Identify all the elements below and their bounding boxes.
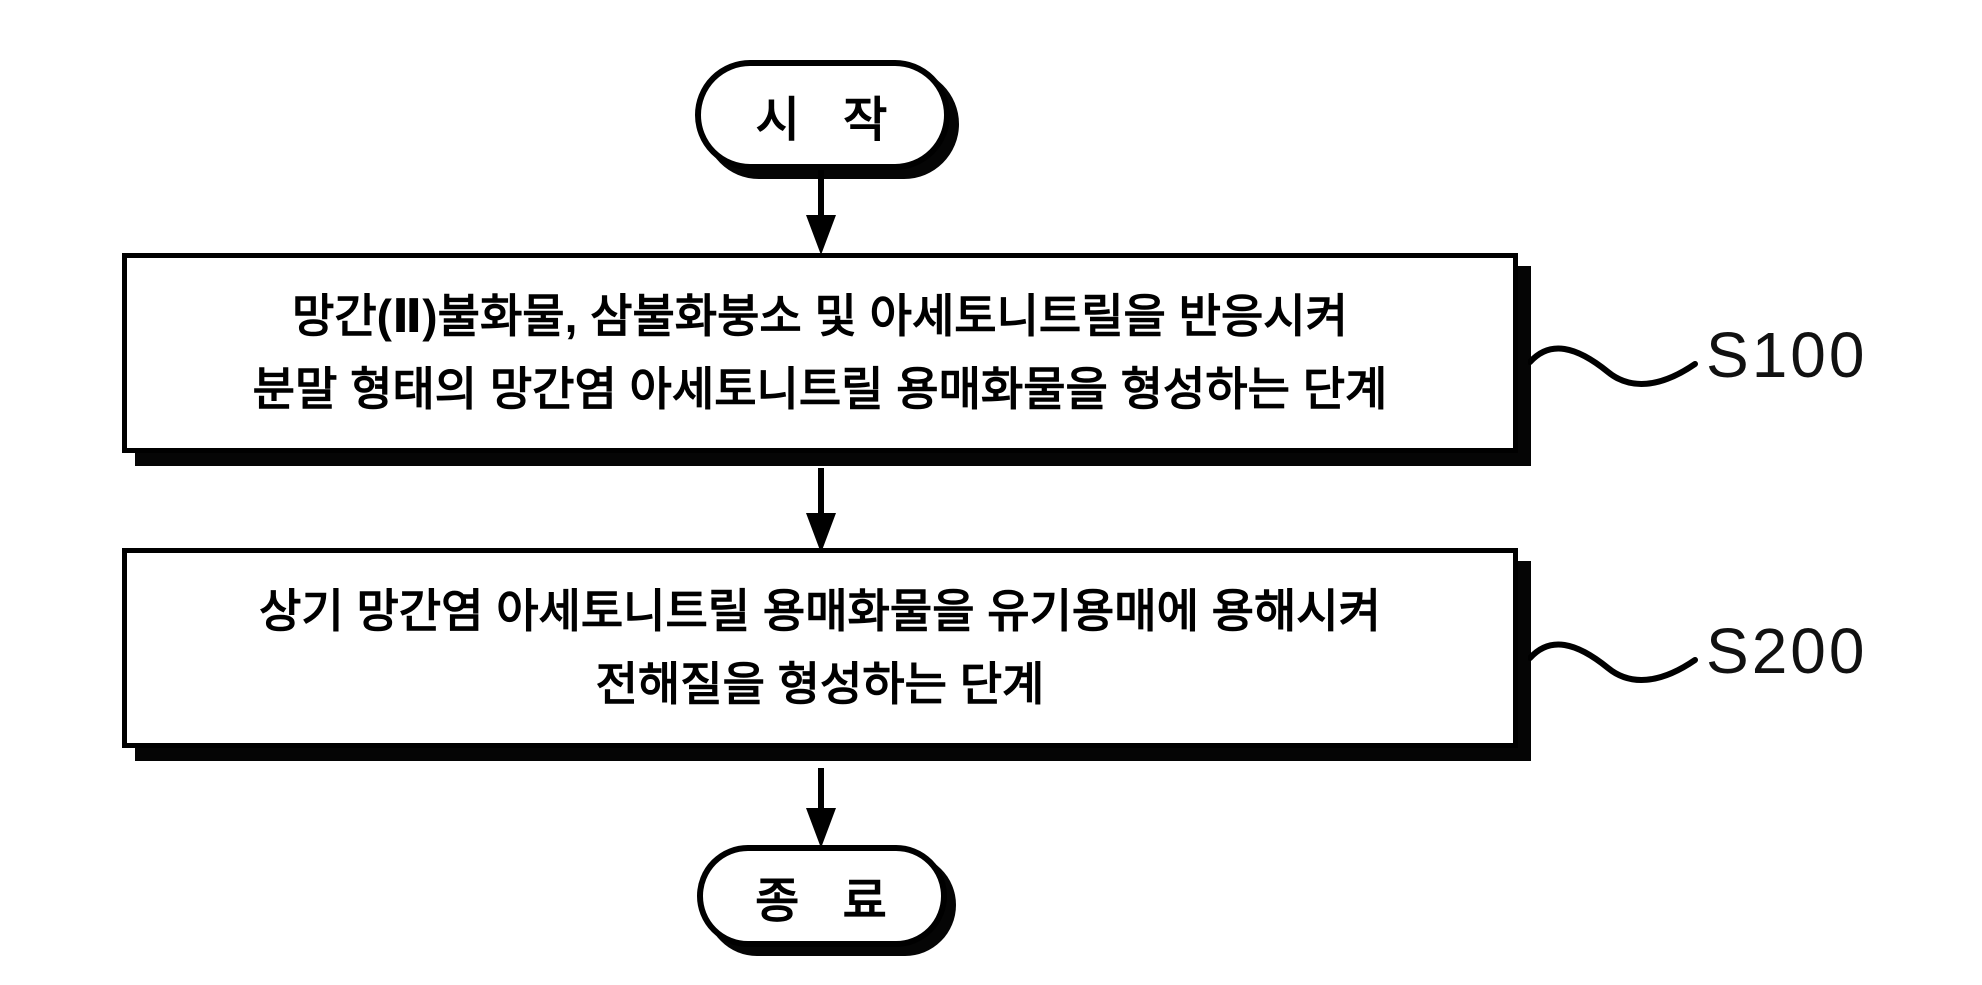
process-step-2-line-1: 상기 망간염 아세토니트릴 용매화물을 유기용매에 용해시켜 (259, 585, 1381, 637)
step-label-s200: S200 (1706, 615, 1868, 687)
process-step-2: 상기 망간염 아세토니트릴 용매화물을 유기용매에 용해시켜 전해질을 형성하는… (122, 548, 1518, 748)
wavy-connector-icon (1528, 345, 1698, 387)
flow-arrow-2 (806, 468, 836, 553)
process-step-1-line-2: 분말 형태의 망간염 아세토니트릴 용매화물을 형성하는 단계 (252, 363, 1388, 415)
process-step-1: 망간(Ⅱ)불화물, 삼불화붕소 및 아세토니트릴을 반응시켜 분말 형태의 망간… (122, 253, 1518, 453)
arrow-down-icon (806, 215, 836, 255)
wavy-connector-icon (1528, 641, 1698, 683)
end-label: 종 료 (755, 875, 889, 928)
arrow-down-icon (806, 513, 836, 553)
start-label: 시 작 (755, 94, 890, 147)
step-label-s100: S100 (1706, 319, 1868, 391)
process-step-1-line-1: 망간(Ⅱ)불화물, 삼불화붕소 및 아세토니트릴을 반응시켜 (292, 290, 1348, 342)
step-reference-s100: S100 (1528, 316, 1867, 394)
arrow-shaft (818, 166, 824, 215)
arrow-down-icon (806, 808, 836, 848)
end-terminator: 종 료 (697, 845, 947, 947)
flow-arrow-1 (806, 166, 836, 255)
arrow-shaft (818, 768, 824, 808)
start-terminator: 시 작 (695, 60, 950, 170)
process-step-2-line-2: 전해질을 형성하는 단계 (595, 658, 1045, 710)
arrow-shaft (818, 468, 824, 513)
step-reference-s200: S200 (1528, 612, 1867, 690)
flow-arrow-3 (806, 768, 836, 848)
